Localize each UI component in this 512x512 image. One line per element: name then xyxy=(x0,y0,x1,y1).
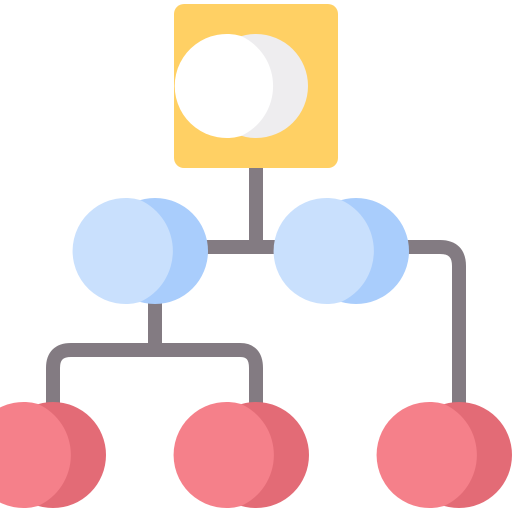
middle-node-left xyxy=(72,198,208,304)
middle-node-right xyxy=(273,198,409,304)
middle-node-right-fill xyxy=(273,198,374,304)
leaf-node-middle xyxy=(173,402,309,508)
root-node xyxy=(174,4,338,168)
connector-left-arm xyxy=(46,343,263,417)
leaf-node-right-fill xyxy=(376,402,477,508)
middle-node-left-fill xyxy=(72,198,173,304)
connector-middle-bar xyxy=(193,240,466,419)
leaf-node-right xyxy=(376,402,512,508)
leaf-node-left xyxy=(0,402,106,508)
root-circle-highlight xyxy=(174,34,274,138)
leaf-node-middle-fill xyxy=(173,402,274,508)
connector-lines xyxy=(46,158,466,419)
leaf-node-left-fill xyxy=(0,402,71,508)
